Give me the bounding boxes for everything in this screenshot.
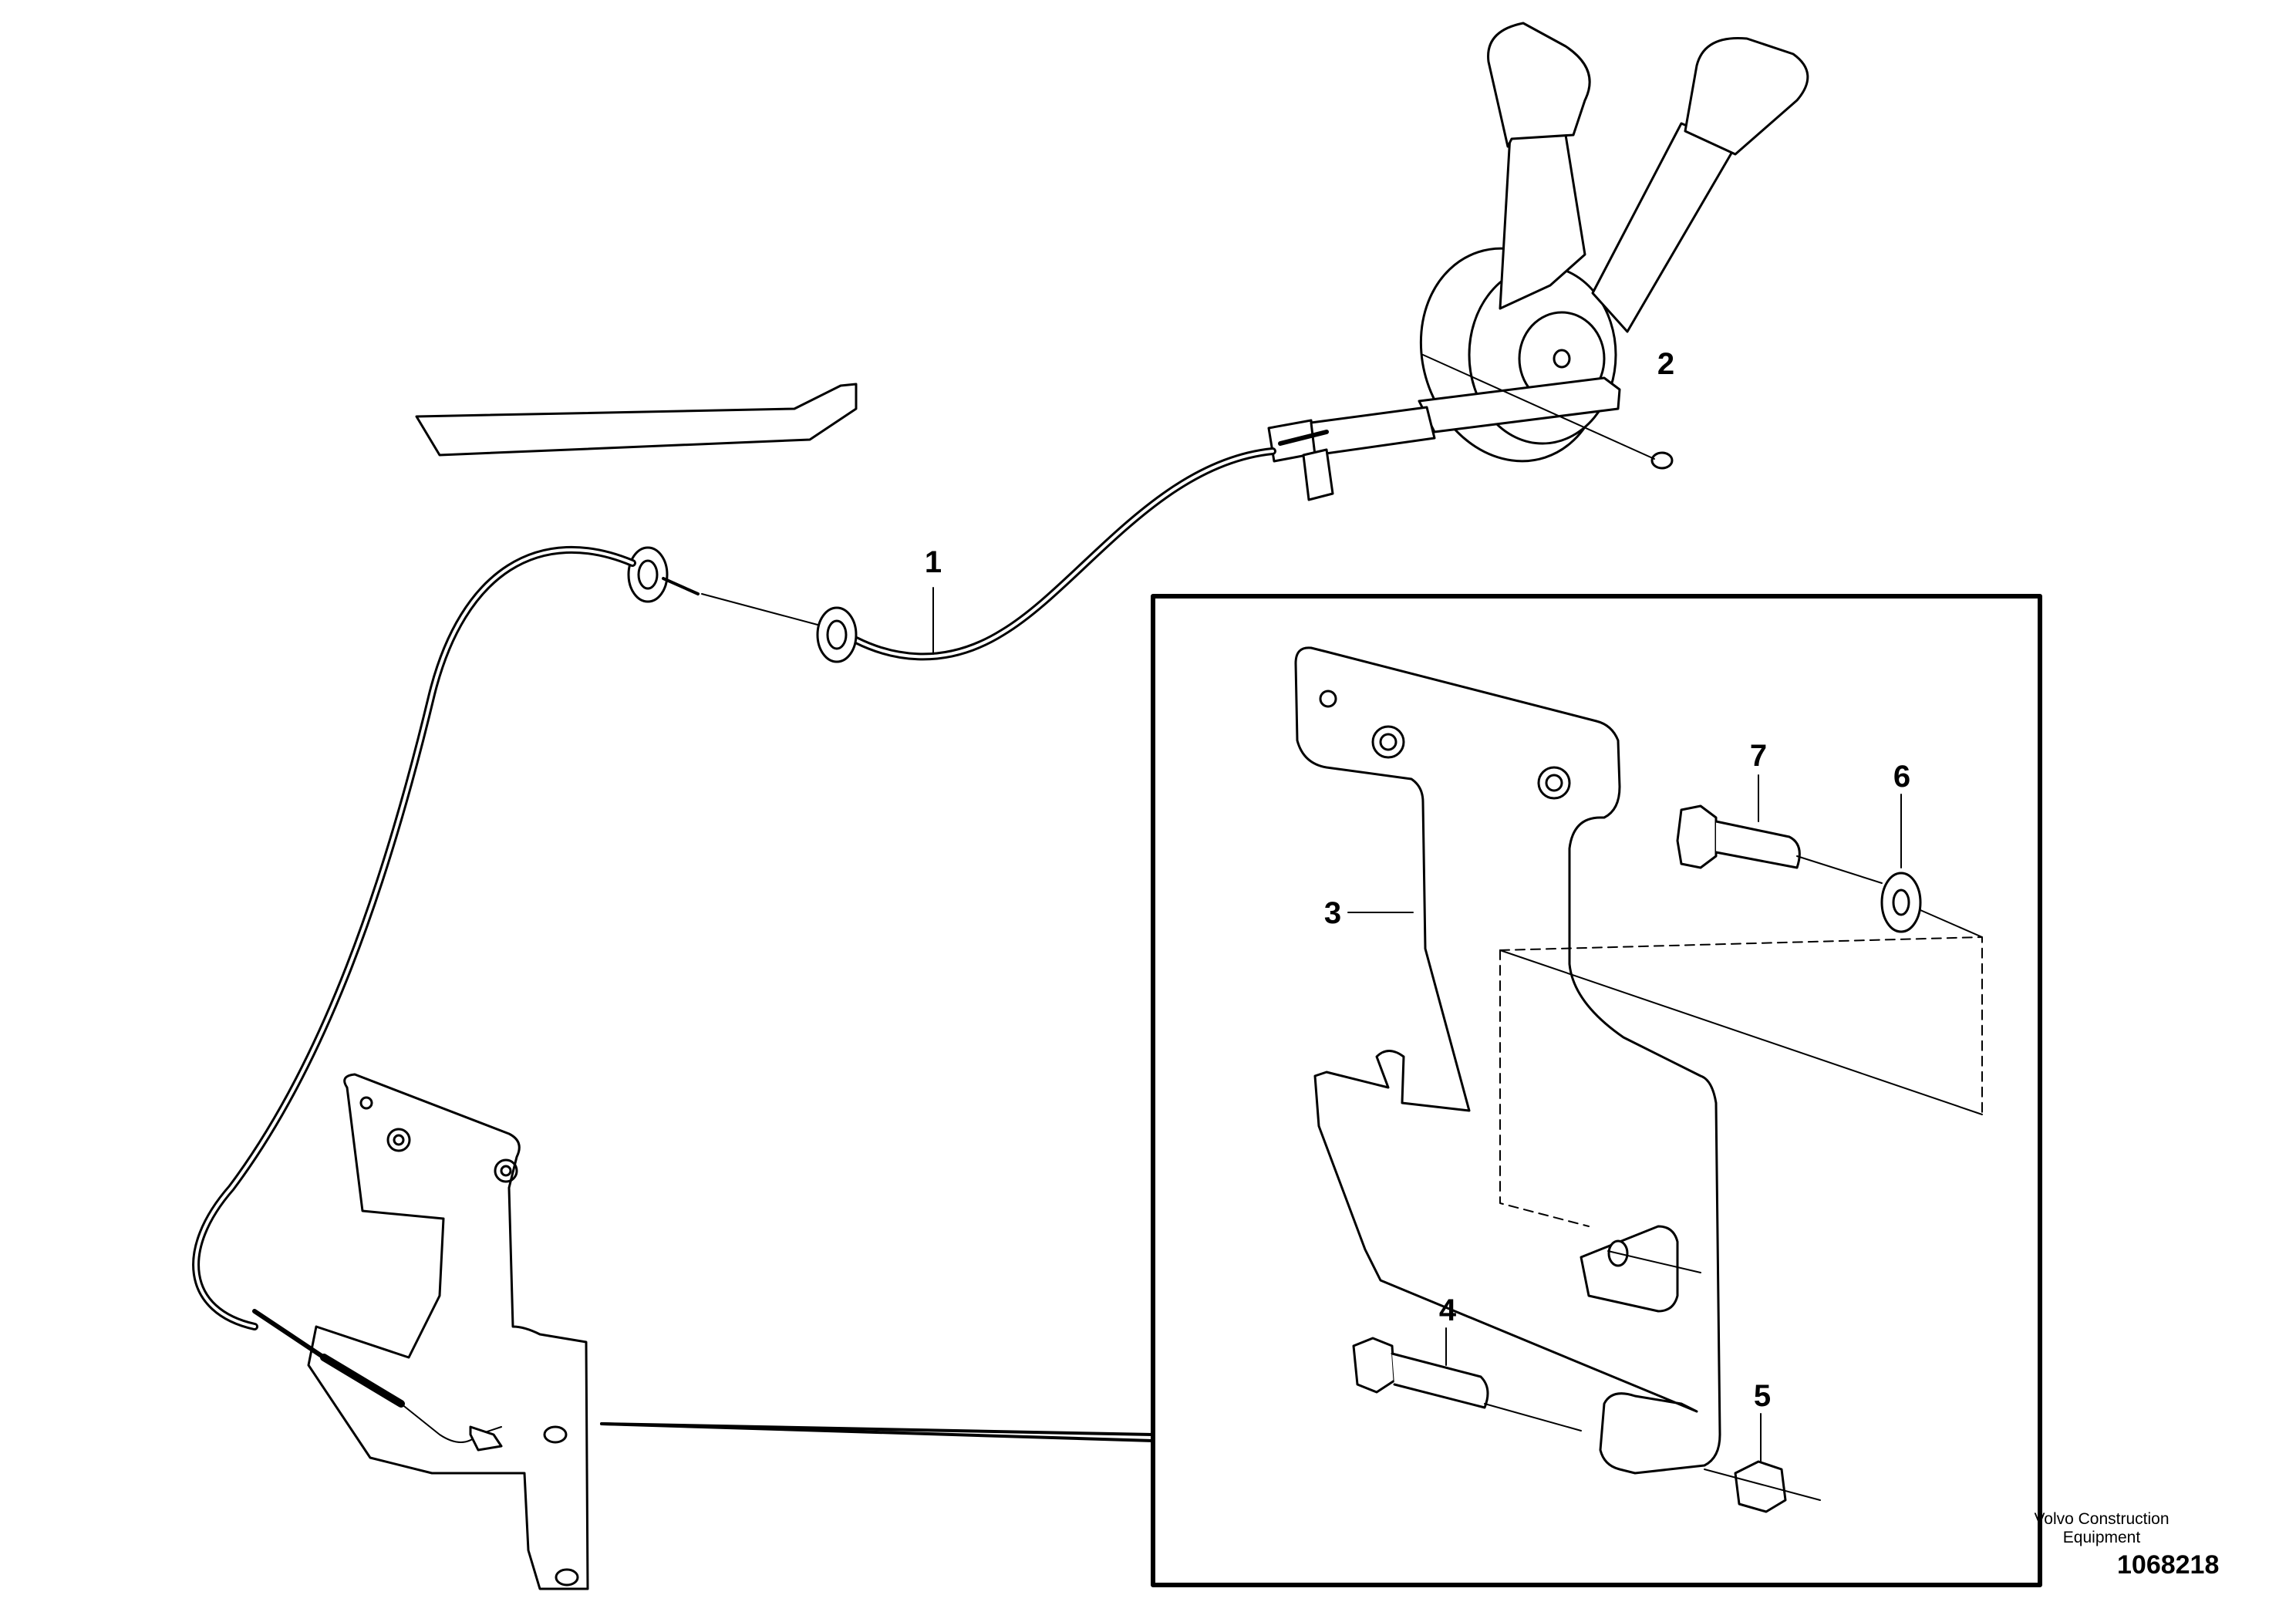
callout-6: 6	[1893, 760, 1910, 794]
callout-7: 7	[1750, 739, 1767, 773]
callout-3: 3	[1324, 896, 1341, 930]
brand-name-line1: Volvo Construction	[2034, 1510, 2170, 1528]
screw	[1422, 354, 1674, 470]
hex-nut	[1704, 1413, 1821, 1513]
callout-1: 1	[925, 545, 942, 579]
control-lever-assembly	[415, 22, 1809, 463]
detail-inset-frame	[1151, 594, 2042, 1587]
control-cable	[192, 430, 1334, 1330]
flange-bolt	[1352, 1327, 1582, 1431]
small-bracket-assembly	[252, 1073, 1155, 1590]
callout-5: 5	[1754, 1379, 1771, 1413]
callout-2: 2	[1657, 347, 1674, 381]
bracket	[1294, 646, 1983, 1475]
hex-bolt	[1676, 774, 1883, 884]
callout-4: 4	[1439, 1293, 1457, 1327]
brand-name-line2: Equipment	[2062, 1529, 2141, 1546]
washer	[1880, 794, 1983, 938]
document-number: 1068218	[2117, 1550, 2220, 1580]
